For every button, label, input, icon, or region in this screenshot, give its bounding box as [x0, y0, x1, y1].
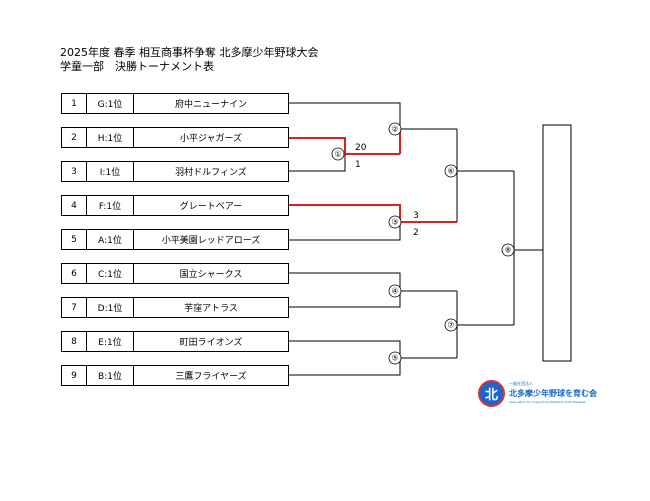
document-title: 2025年度 春季 相互商事杯争奪 北多摩少年野球大会 [60, 46, 319, 59]
logo-mark: 北 [478, 380, 505, 407]
team-name: 芋窪アトラス [184, 304, 238, 314]
team-seed: B:1位 [87, 366, 134, 385]
team-name: 羽村ドルフィンズ [175, 168, 247, 178]
match-node: ② [388, 122, 402, 136]
match-node: ⑥ [444, 164, 458, 178]
match-node: ⑤ [388, 351, 402, 365]
match-node: ⑦ [444, 318, 458, 332]
svg-text:③: ③ [391, 218, 398, 227]
team-row: 9 B:1位 三鷹フライヤーズ [61, 365, 289, 386]
team-seed: I:1位 [87, 162, 134, 181]
score-label: 3 [413, 211, 419, 221]
team-number: 3 [62, 162, 87, 181]
score-label: 2 [413, 228, 419, 238]
team-number: 7 [62, 298, 87, 317]
logo-english-text: Association for Supporting Kitatama Yout… [509, 400, 587, 404]
team-row: 7 D:1位 芋窪アトラス [61, 297, 289, 318]
winner-line [289, 137, 400, 155]
svg-text:⑤: ⑤ [391, 354, 398, 363]
team-row: 8 E:1位 町田ライオンズ [61, 331, 289, 352]
team-row: 1 G:1位 府中ニューナイン [61, 93, 289, 114]
match-node: ③ [388, 215, 402, 229]
team-number: 9 [62, 366, 87, 385]
svg-text:①: ① [334, 150, 341, 159]
team-number: 6 [62, 264, 87, 283]
team-seed: C:1位 [87, 264, 134, 283]
team-number: 2 [62, 128, 87, 147]
team-seed: A:1位 [87, 230, 134, 249]
team-number: 8 [62, 332, 87, 351]
team-row: 5 A:1位 小平美園レッドアローズ [61, 229, 289, 250]
bracket-line [289, 272, 401, 308]
svg-text:②: ② [391, 125, 398, 134]
team-row: 6 C:1位 国立シャークス [61, 263, 289, 284]
organization-logo: 北 一般社団法人 北多摩少年野球を育む会 Association for Sup… [478, 380, 598, 410]
match-node: ⑧ [501, 243, 515, 257]
team-name: 小平ジャガーズ [179, 134, 243, 144]
match-node: ④ [388, 284, 402, 298]
team-name: 府中ニューナイン [174, 100, 247, 110]
team-name: グレートベアー [179, 202, 243, 212]
bracket-line [289, 102, 401, 129]
bracket-line [289, 340, 401, 376]
match-node: ① [331, 147, 345, 161]
svg-text:⑦: ⑦ [447, 321, 454, 330]
team-seed: G:1位 [87, 94, 134, 113]
champion-box [542, 124, 572, 362]
document-subtitle: 学童一部 決勝トーナメント表 [60, 60, 214, 73]
team-number: 5 [62, 230, 87, 249]
team-number: 4 [62, 196, 87, 215]
team-seed: F:1位 [87, 196, 134, 215]
team-name: 小平美園レッドアローズ [161, 236, 261, 246]
winner-line [289, 204, 457, 223]
score-label: 1 [355, 160, 361, 170]
svg-text:④: ④ [391, 287, 398, 296]
team-name: 国立シャークス [179, 270, 243, 280]
team-name: 三鷹フライヤーズ [175, 372, 247, 382]
score-label: 20 [355, 143, 367, 153]
team-row: 3 I:1位 羽村ドルフィンズ [61, 161, 289, 182]
team-name: 町田ライオンズ [179, 338, 243, 348]
svg-text:⑥: ⑥ [447, 167, 454, 176]
team-number: 1 [62, 94, 87, 113]
svg-text:⑧: ⑧ [504, 246, 511, 255]
team-row: 2 H:1位 小平ジャガーズ [61, 127, 289, 148]
logo-small-text: 一般社団法人 [509, 381, 533, 386]
team-row: 4 F:1位 グレートベアー [61, 195, 289, 216]
bracket-line [289, 222, 401, 241]
team-seed: H:1位 [87, 128, 134, 147]
logo-main-text: 北多摩少年野球を育む会 [509, 389, 597, 398]
team-seed: D:1位 [87, 298, 134, 317]
team-seed: E:1位 [87, 332, 134, 351]
